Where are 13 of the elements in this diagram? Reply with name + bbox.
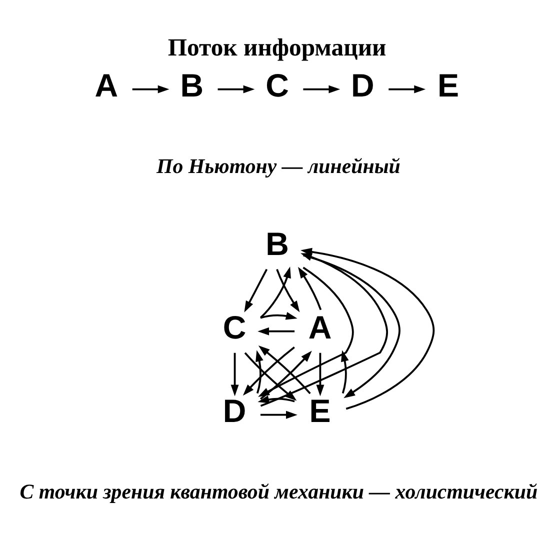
node-text: E: [437, 67, 459, 104]
node-text: E: [309, 392, 331, 429]
node-text: B: [266, 226, 289, 262]
node-text: A: [94, 67, 118, 104]
node-text: C: [266, 67, 289, 104]
node-text: D: [351, 67, 374, 104]
node-text: C: [222, 309, 246, 346]
node-text: B: [180, 67, 204, 104]
label: С точки зрения квантовой механики — холистический: [20, 478, 538, 503]
node-text: D: [222, 392, 246, 429]
node-text: A: [308, 309, 332, 346]
label: По Ньютону — линейный: [156, 153, 400, 178]
diagram-title: Поток информации: [168, 34, 386, 61]
